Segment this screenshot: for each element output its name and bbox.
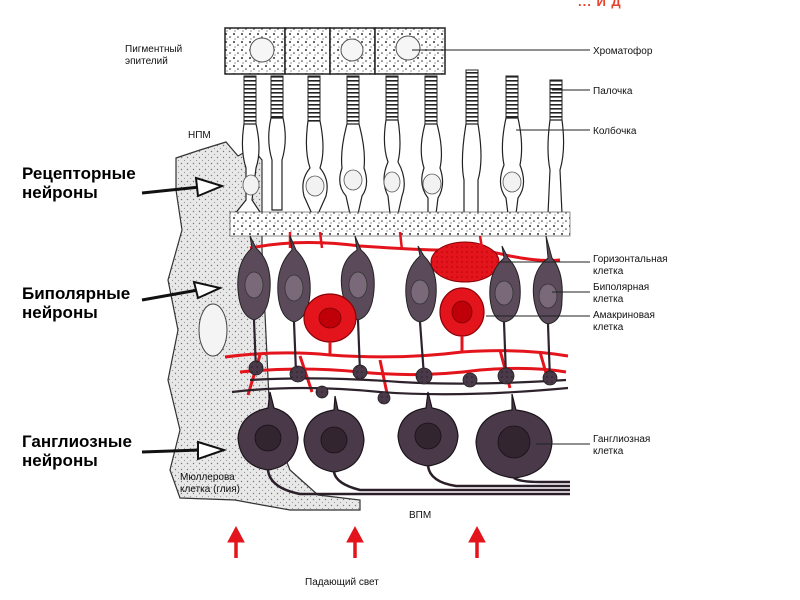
photoreceptor-outer-segments xyxy=(243,69,563,125)
amacrine-cells xyxy=(303,287,485,355)
pigment-epithelium xyxy=(224,27,446,75)
bipolar-nuclei xyxy=(244,271,558,309)
light-arrows xyxy=(227,525,486,558)
label-pigment-epithelium: Пигментный эпителий xyxy=(125,44,183,67)
photoreceptor-nuclei xyxy=(242,169,522,197)
label-outer-membrane: НПМ xyxy=(188,130,211,141)
label-ganglion-neurons: Ганглиозные нейроны xyxy=(22,432,132,470)
ganglion-nuclei xyxy=(254,422,531,459)
label-muller-cell: Мюллерова клетка (глия) xyxy=(180,472,240,495)
inner-plexiform-red-processes xyxy=(224,349,569,399)
label-ganglion-cell: Ганглиозная клетка xyxy=(593,434,651,457)
label-bipolar-neurons: Биполярные нейроны xyxy=(22,284,131,322)
ganglion-axons xyxy=(266,465,570,496)
photoreceptor-cell-bodies xyxy=(232,117,565,216)
label-leader-lines xyxy=(412,49,590,445)
label-chromatophore: Хроматофор xyxy=(593,45,653,57)
label-horizontal-cell: Горизонтальная клетка xyxy=(593,254,668,277)
label-bipolar-cell: Биполярная клетка xyxy=(593,282,650,305)
label-receptor-neurons: Рецепторные нейроны xyxy=(22,164,136,202)
left-pointer-arrows xyxy=(141,176,228,461)
label-rod: Палочка xyxy=(593,86,633,97)
label-incident-light: Падающий свет xyxy=(305,577,379,588)
corner-fragment-text: ... И Д xyxy=(578,0,622,9)
synaptic-boutons xyxy=(248,360,558,405)
label-cone: Колбочка xyxy=(593,125,637,137)
label-amacrine-cell: Амакриновая клетка xyxy=(593,310,655,333)
muller-glia-nucleus xyxy=(198,303,228,357)
label-inner-membrane: ВПМ xyxy=(409,510,431,521)
